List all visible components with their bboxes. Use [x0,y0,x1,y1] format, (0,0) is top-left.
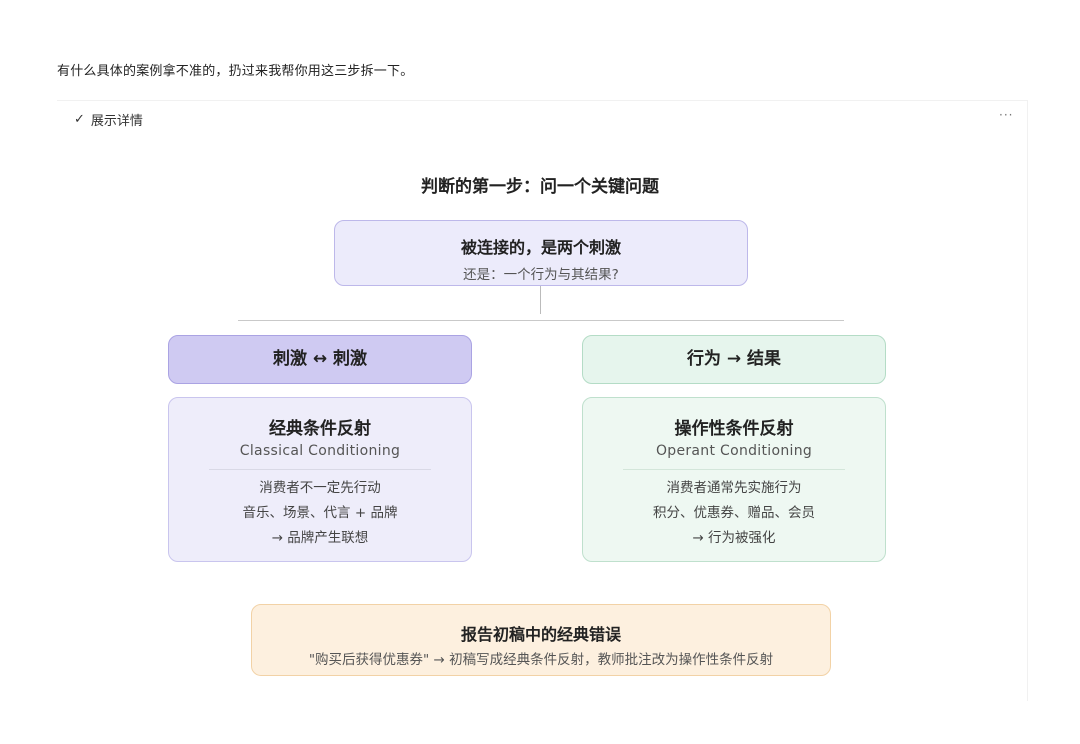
card-line: 音乐、场景、代言 + 品牌 [242,505,398,521]
branch-behavior-result: 行为 → 结果 [582,335,886,384]
common-error-note: 报告初稿中的经典错误 "购买后获得优惠券" → 初稿写成经典条件反射，教师批注改… [251,604,831,676]
connector-horizontal [238,320,844,321]
root-question-subtitle: 还是：一个行为与其结果? [463,267,619,283]
details-panel [57,100,1028,701]
card-subtitle: Classical Conditioning [239,443,401,459]
show-details-label: 展示详情 [90,114,143,129]
root-question-node: 被连接的，是两个刺激 还是：一个行为与其结果? [334,220,748,286]
more-options-icon[interactable]: ··· [999,108,1014,122]
root-question-title: 被连接的，是两个刺激 [460,238,621,257]
note-text: "购买后获得优惠券" → 初稿写成经典条件反射，教师批注改为操作性条件反射 [308,652,774,668]
diagram-title: 判断的第一步：问一个关键问题 [421,177,659,197]
card-subtitle: Operant Conditioning [655,443,813,459]
checkmark-icon: ✓ [74,112,85,127]
card-title: 经典条件反射 [269,419,371,439]
card-divider [209,469,431,470]
card-title: 操作性条件反射 [674,419,794,439]
connector-vertical [540,286,541,314]
card-line: 消费者通常先实施行为 [666,480,802,496]
card-line: 积分、优惠券、赠品、会员 [653,505,815,521]
show-details-toggle[interactable]: ✓ 展示详情 [74,110,143,129]
classical-conditioning-card: 经典条件反射 Classical Conditioning 消费者不一定先行动 … [168,397,472,562]
note-title: 报告初稿中的经典错误 [460,625,621,644]
card-divider [623,469,845,470]
operant-conditioning-card: 操作性条件反射 Operant Conditioning 消费者通常先实施行为 … [582,397,886,562]
branch-stimulus-stimulus: 刺激 ↔ 刺激 [168,335,472,384]
intro-text: 有什么具体的案例拿不准的，扔过来我帮你用这三步拆一下。 [57,64,414,79]
card-line: → 品牌产生联想 [271,530,369,546]
card-line: → 行为被强化 [692,530,776,546]
card-line: 消费者不一定先行动 [259,480,381,496]
